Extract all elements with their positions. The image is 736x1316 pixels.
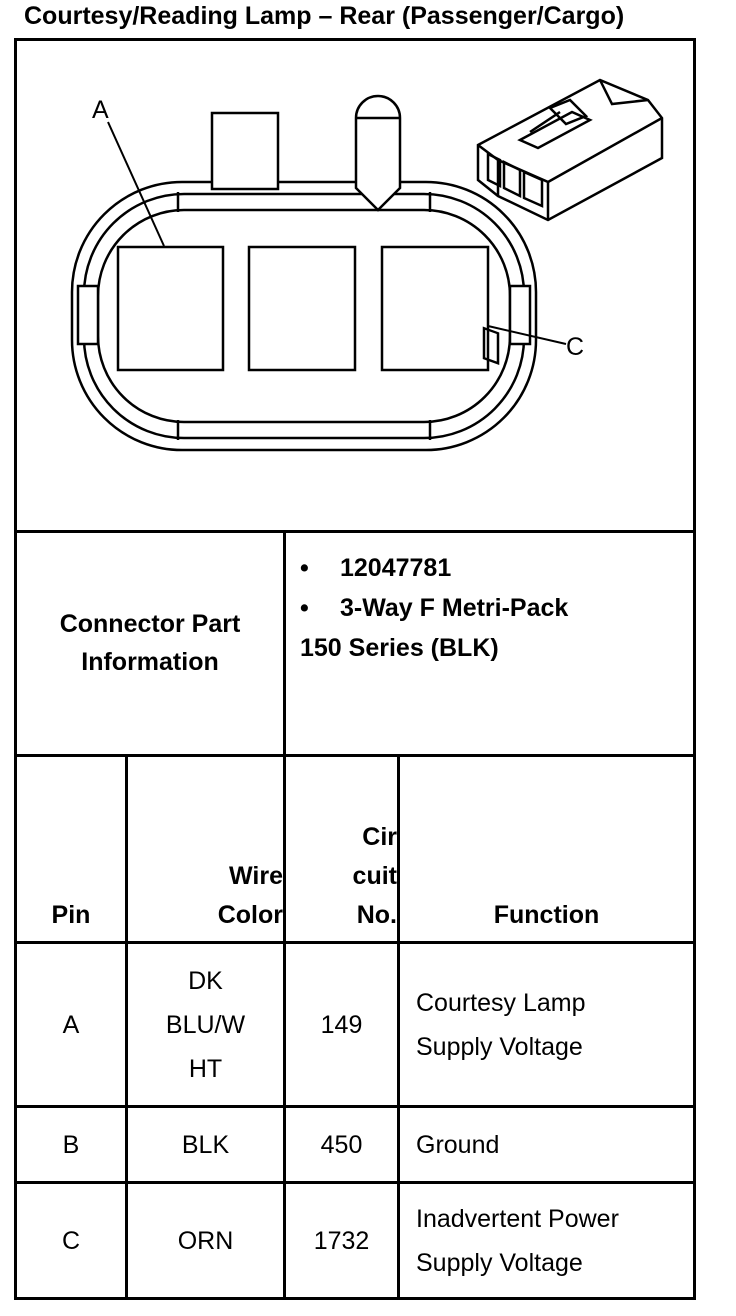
- table-row-b-function: Ground: [416, 1130, 500, 1159]
- bullet-icon: •: [300, 594, 309, 622]
- table-row-a-function: Courtesy Lamp Supply Voltage: [416, 988, 586, 1061]
- connector-part-label-line2: Information: [81, 648, 219, 676]
- table-row-c-wire-color: ORN: [177, 1226, 234, 1255]
- divider-diagram-bottom: [14, 530, 696, 533]
- table-row-b-circuit: 450: [320, 1130, 363, 1159]
- bullet-icon: •: [300, 554, 309, 582]
- pin-a-label: A: [92, 96, 109, 124]
- divider-header-bottom: [14, 941, 696, 944]
- connector-description-line2: 150 Series (BLK): [300, 634, 499, 662]
- leader-line-a: [107, 121, 165, 247]
- header-circuit-no: Cir cuit No.: [286, 757, 397, 941]
- connector-description-line1: 3-Way F Metri-Pack: [340, 594, 569, 622]
- table-row-c-pin: C: [61, 1226, 81, 1255]
- terminal-cavity-c: [380, 245, 490, 372]
- table-row-a-wire-color: DK BLU/W HT: [165, 966, 246, 1083]
- terminal-cavity-b: [247, 245, 357, 372]
- connector-part-info-label: Connector Part Information: [17, 533, 283, 753]
- connector-housing-outer: [70, 180, 538, 452]
- header-wire-color: Wire Color: [128, 757, 283, 941]
- table-row-b-wire-color: BLK: [181, 1130, 230, 1159]
- table-row-b-pin: B: [62, 1130, 80, 1159]
- polarizing-key: [354, 94, 402, 212]
- locking-tab: [210, 111, 280, 191]
- table-row-a-pin: A: [62, 1010, 80, 1039]
- header-circuit-line2: cuit: [352, 862, 397, 890]
- leader-line-c: [487, 325, 567, 345]
- header-wire-color-line1: Wire: [229, 862, 283, 890]
- divider-connector-info-vertical: [283, 530, 286, 1300]
- page-title: Courtesy/Reading Lamp – Rear (Passenger/…: [24, 2, 625, 30]
- table-row-c-circuit: 1732: [313, 1226, 370, 1255]
- pin-c-label: C: [566, 333, 584, 361]
- connector-end-view-diagram: A C: [70, 78, 664, 452]
- connector-isometric-icon: [476, 78, 664, 365]
- divider-connector-info-bottom: [14, 754, 696, 757]
- connector-part-info-values: • 12047781 • 3-Way F Metri-Pack 150 Seri…: [300, 548, 568, 668]
- header-circuit-line1: Cir: [362, 823, 397, 851]
- divider-row-b-bottom: [14, 1181, 696, 1184]
- connector-part-label-line1: Connector Part: [59, 610, 241, 638]
- header-function: Function: [493, 901, 600, 929]
- divider-circuit-column: [397, 754, 400, 1300]
- divider-pin-column: [125, 754, 128, 1300]
- header-pin: Pin: [51, 901, 91, 929]
- table-row-c-function: Inadvertent Power Supply Voltage: [416, 1204, 619, 1277]
- connector-sheet-frame: [14, 38, 696, 1300]
- header-circuit-line3: No.: [356, 901, 397, 929]
- terminal-cavity-a: [116, 245, 225, 372]
- divider-row-a-bottom: [14, 1105, 696, 1108]
- header-wire-color-line2: Color: [217, 901, 283, 929]
- part-number: 12047781: [340, 554, 452, 582]
- table-row-a-circuit: 149: [320, 1010, 363, 1039]
